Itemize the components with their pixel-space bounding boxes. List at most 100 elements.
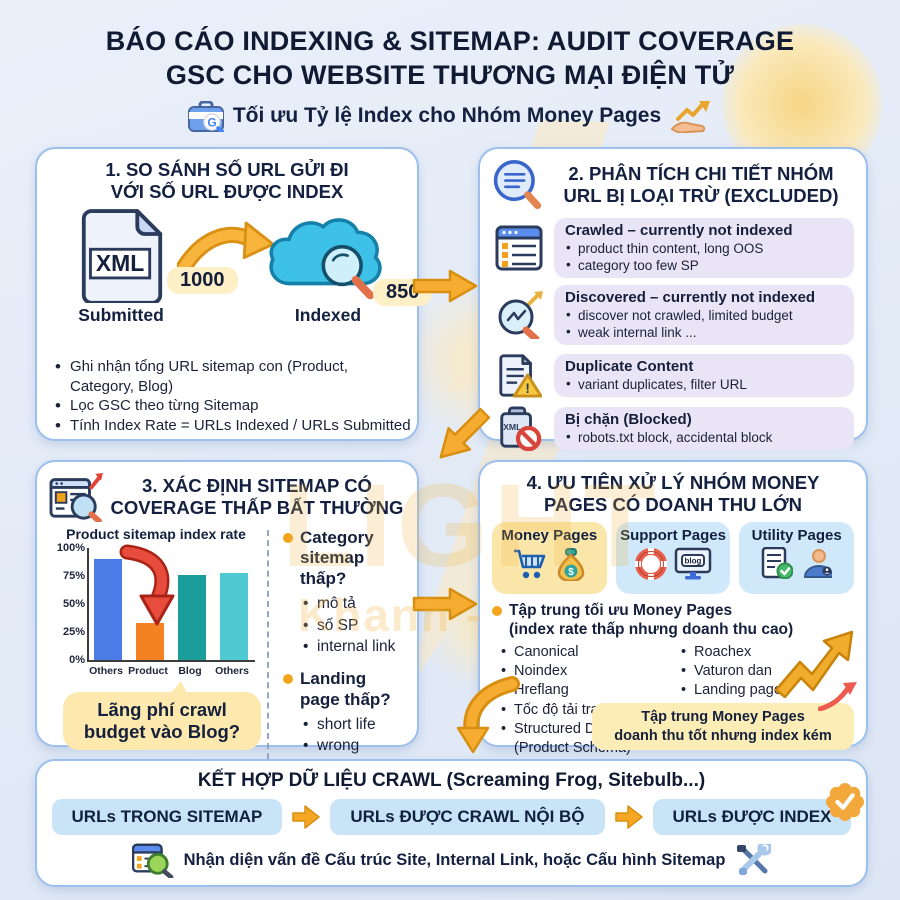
card-utility-pages: Utility Pages [739,522,855,595]
group-category-sitemap: Category sitemap thấp? mô tả số SP inter… [283,528,405,658]
panel4-callout: Tập trung Money Pages doanh thu tốt nhưn… [592,682,857,751]
svg-text:XML: XML [503,422,521,432]
excluded-item-blocked: XML Bị chặn (Blocked) robots.txt block, … [492,405,854,451]
panel-money-pages-priority: 4. ƯU TIÊN XỬ LÝ NHÓM MONEY PAGES CÓ DOA… [478,460,868,756]
excluded-item-title: Discovered – currently not indexed [565,289,816,306]
y-tick: 50% [62,598,85,610]
step-urls-indexed: URLs ĐƯỢC INDEX [652,799,852,835]
site-audit-magnifier-icon [49,472,103,522]
list-item: product thin content, long OOS [565,239,843,257]
panel-low-coverage-sitemap: 3. XÁC ĐỊNH SITEMAP CÓ COVERAGE THẤP BẤT… [35,460,419,810]
list-item: discover not crawled, limited budget [565,306,843,324]
x-tick: Others [215,665,249,677]
x-tick: Product [128,665,168,677]
submitted-label: Submitted [78,305,164,326]
list-item: Canonical [500,643,680,662]
x-tick: Others [89,665,123,677]
bar-others-2 [220,572,248,660]
gold-trend-arrow-icon [774,631,854,699]
panel-compare-submitted-indexed: 1. SO SÁNH SỐ URL GỬI ĐI VỚI SỐ URL ĐƯỢC… [35,147,433,524]
panel3-title-line2: COVERAGE THẤP BẤT THƯỜNG [110,497,404,518]
panel1-graphic: XML 1000 850 Submitted Indexed Ghi nhận … [51,205,433,436]
panel-excluded-analysis: 2. PHÂN TÍCH CHI TIẾT NHÓM URL BỊ LOẠI T… [478,147,868,451]
panel4-title-line1: 4. ƯU TIÊN XỬ LÝ NHÓM MONEY [526,472,820,493]
blocked-xml-icon: XML [500,406,542,451]
chart-title: Product sitemap index rate [66,526,246,542]
list-item: category too few SP [565,256,843,274]
red-trend-arrow-icon [818,682,857,712]
panel3-title-line1: 3. XÁC ĐỊNH SITEMAP CÓ [142,474,372,496]
excluded-item-duplicate: ! Duplicate Content variant duplicates, … [492,352,854,398]
y-tick: 25% [62,626,85,638]
discover-magnifier-icon [498,291,543,339]
bar-others-1 [94,559,122,660]
svg-text:blog: blog [684,557,701,566]
panel1-title-line2: VỚI SỐ URL ĐƯỢC INDEX [110,181,344,203]
footer-note: Nhận diện vấn đề Cấu trúc Site, Internal… [183,850,726,869]
page-title-line1: BÁO CÁO INDEXING & SITEMAP: AUDIT COVERA… [105,26,795,56]
blog-monitor-icon: blog [674,548,711,580]
panel-crawl-data: KẾT HỢP DỮ LIỆU CRAWL (Screaming Frog, S… [35,759,868,887]
svg-text:!: ! [525,381,529,396]
indexed-cloud-search-icon [269,218,382,300]
bar-product [136,623,164,660]
list-item: Landing page [680,681,854,700]
browser-list-icon [495,225,543,271]
focus-title-line1: Tập trung tối ưu Money Pages [492,602,854,621]
card-money-pages: Money Pages $ [492,522,607,595]
dashed-divider [267,530,269,810]
flow-arrow-curved-down-icon [456,676,520,754]
header: BÁO CÁO INDEXING & SITEMAP: AUDIT COVERA… [0,0,900,133]
user-icon [804,549,833,579]
xml-sitemap-file-icon: XML [81,209,163,304]
panel2-title-line2: URL BỊ LOẠI TRỪ (EXCLUDED) [563,185,839,206]
list-item: variant duplicates, filter URL [565,375,843,393]
list-item: Roachex [680,643,854,662]
panel3-callout: Lãng phí crawl budget vào Blog? [63,692,261,751]
panel1-bullet-list: Ghi nhận tổng URL sitemap con (Product, … [53,356,413,437]
list-item: short life [303,714,405,736]
y-tick: 100% [56,542,85,554]
list-item: Ghi nhận tổng URL sitemap con (Product, … [53,356,353,396]
list-item: Noindex [500,662,680,681]
document-warning-icon: ! [499,354,542,398]
svg-text:$: $ [568,567,574,578]
panel1-title-line1: 1. SO SÁNH SỐ URL GỬI ĐI [105,159,349,180]
y-tick: 0% [69,654,85,666]
excluded-item-crawled: Crawled – currently not indexed product … [492,218,854,278]
shopping-cart-icon [513,550,546,579]
y-tick: 75% [62,570,85,582]
chart-plot-area: 100% 75% 50% 25% 0% [57,542,255,666]
right-arrow-icon [292,805,321,829]
list-item: số SP [303,615,405,637]
x-tick: Blog [178,665,202,677]
money-bag-icon: $ [557,548,585,582]
excluded-item-title: Duplicate Content [565,357,694,375]
tools-icon [737,844,772,875]
check-badge-icon [826,783,865,821]
document-check-icon [761,547,794,580]
step-urls-crawled: URLs ĐƯỢC CRAWL NỘI BỘ [330,799,605,835]
panel4-title-line2: PAGES CÓ DOANH THU LỚN [544,494,802,516]
indexed-label: Indexed [294,305,362,326]
footer-title: KẾT HỢP DỮ LIỆU CRAWL (Screaming Frog, S… [197,770,706,791]
card-support-pages: Support Pages blog [615,522,731,595]
site-inspect-icon [131,843,173,878]
svg-text:G: G [207,115,216,129]
submitted-count-badge: 1000 [167,267,238,295]
bar-chart: Product sitemap index rate 100% 75% 50% … [49,526,263,812]
list-item: robots.txt block, accidental block [565,428,843,446]
panel2-title-line1: 2. PHÂN TÍCH CHI TIẾT NHÓM [568,162,834,184]
list-item: internal link [303,636,405,658]
page-title-line2: GSC CHO WEBSITE THƯƠNG MẠI ĐIỆN TỬ [165,60,735,90]
page-subtitle: Tối ưu Tỷ lệ Index cho Nhóm Money Pages [232,104,662,127]
excluded-item-title: Crawled – currently not indexed [565,222,793,239]
list-item: Vaturon dan [680,662,854,681]
excluded-item-title: Bị chặn (Blocked) [565,410,692,428]
right-arrow-icon [614,805,643,829]
magnifier-list-icon [493,160,542,210]
list-item: Hreflang [500,681,680,700]
list-item: Tính Index Rate = URLs Indexed / URLs Su… [53,415,413,437]
flow-arrow-right-icon [412,269,478,303]
list-item: mô tả [303,593,405,615]
